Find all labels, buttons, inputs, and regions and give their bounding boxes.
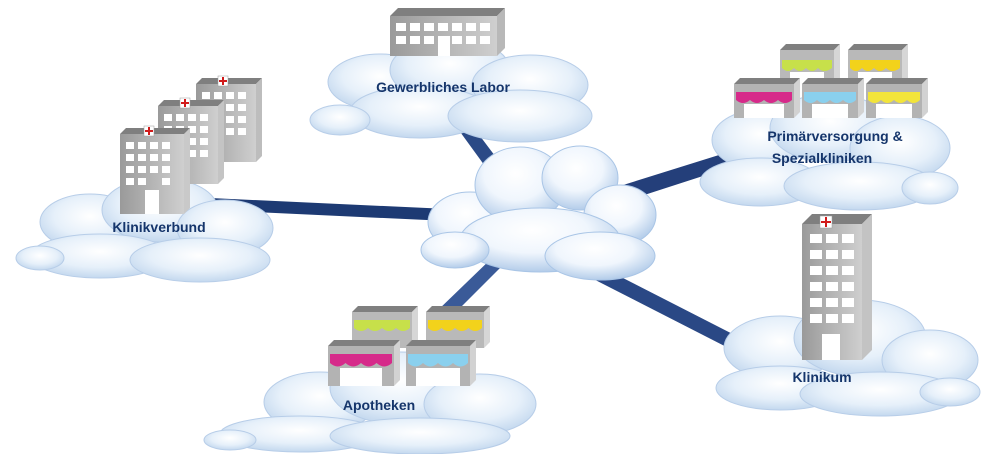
connector-klinikverbund (210, 198, 470, 222)
label-labor: Gewerbliches Labor (376, 79, 510, 95)
label-apotheken: Apotheken (343, 397, 415, 413)
primary-care-clinics-shops-icon (734, 44, 928, 118)
hospital-group-building-icon (120, 75, 262, 214)
laboratory-building-icon (390, 8, 505, 56)
label-klinikverbund: Klinikverbund (112, 219, 205, 235)
hospital-tower-building-icon (802, 214, 872, 360)
label-primaer-line1: Primärversorgung & (767, 128, 902, 144)
label-primaer-line2: Spezialkliniken (772, 150, 872, 166)
connector-apotheken (436, 256, 506, 318)
label-klinikum: Klinikum (792, 369, 851, 385)
pharmacies-shops-icon (328, 306, 490, 386)
cloud-hub (420, 145, 657, 281)
